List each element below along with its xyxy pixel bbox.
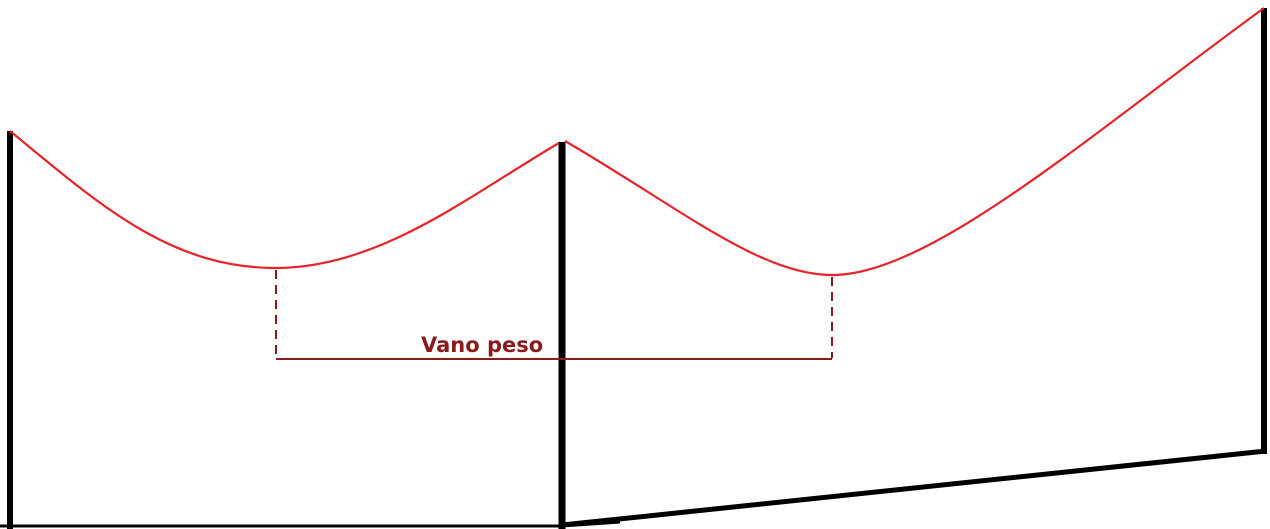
cable-span-right xyxy=(564,7,1265,277)
weight-span-label: Vano peso xyxy=(421,333,543,357)
cable-span-left xyxy=(9,130,560,270)
ground-line-right xyxy=(561,448,1267,528)
